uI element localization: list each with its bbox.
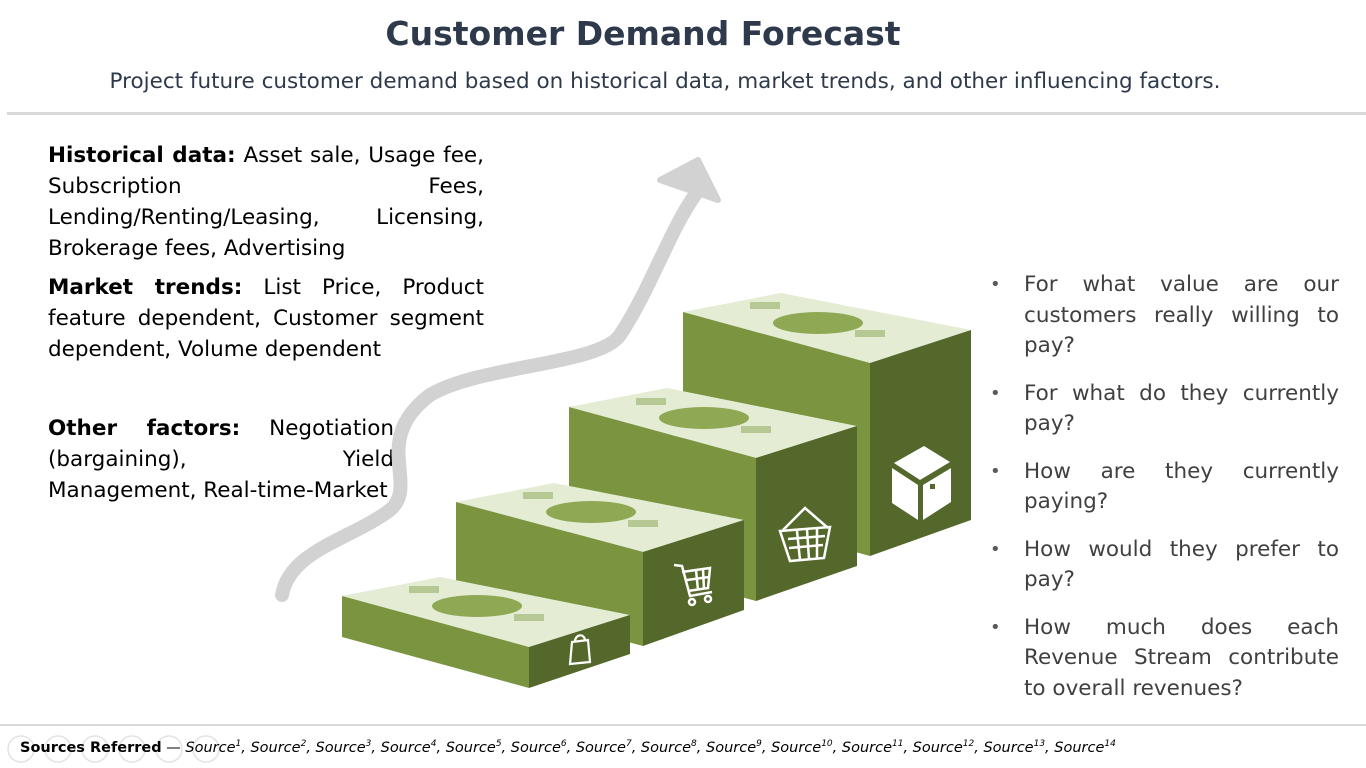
more-options-icon	[192, 735, 220, 763]
sources-footer: Sources Referred — Source1, Source2, Sou…	[20, 739, 1116, 756]
source-link[interactable]: Source2	[250, 739, 307, 756]
source-link[interactable]: Source4	[380, 739, 437, 756]
money-stack-1	[342, 577, 630, 688]
pen-icon	[81, 735, 109, 763]
source-number: 5	[495, 739, 502, 749]
header-divider	[7, 112, 1366, 115]
zoom-icon	[155, 735, 183, 763]
source-number: 9	[756, 739, 762, 749]
source-link[interactable]: Source14	[1054, 739, 1116, 756]
source-number: 13	[1033, 739, 1046, 749]
bullet-dot: •	[990, 382, 1001, 404]
source-number: 7	[625, 739, 632, 749]
slide-toolbar	[7, 735, 220, 763]
source-link[interactable]: Source10	[771, 739, 833, 756]
source-link[interactable]: Source7	[575, 739, 632, 756]
source-link[interactable]: Source8	[640, 739, 697, 756]
source-link[interactable]: Source11	[841, 739, 904, 756]
other-factors-label: Other factors:	[48, 416, 241, 441]
source-link[interactable]: Source1	[185, 739, 242, 756]
other-factors-text: Negotiation (bargaining), Yield Manageme…	[48, 416, 394, 503]
source-number: 3	[365, 739, 372, 749]
source-number: 12	[962, 739, 975, 749]
growth-steps-graphic	[275, 157, 971, 688]
historical-data-block: Historical data: Asset sale, Usage fee, …	[48, 140, 484, 264]
question-item: •How would they prefer to pay?	[990, 536, 1339, 593]
bullet-dot: •	[990, 460, 1001, 482]
source-link[interactable]: Source3	[315, 739, 372, 756]
source-link[interactable]: Source13	[983, 739, 1046, 756]
page-subtitle: Project future customer demand based on …	[109, 69, 1221, 94]
shopping-cart-icon	[673, 563, 713, 607]
historical-data-label: Historical data:	[48, 143, 236, 168]
previous-icon	[7, 735, 35, 763]
growth-arrow-head	[657, 157, 721, 203]
bullet-dot: •	[990, 274, 1001, 295]
source-link[interactable]: Source5	[445, 739, 502, 756]
source-number: 11	[892, 739, 904, 749]
footer-divider	[0, 724, 1366, 726]
question-item: •For what do they currently pay?	[990, 380, 1339, 437]
next-icon	[44, 735, 72, 763]
question-list: •For what value are our customers really…	[990, 270, 1339, 721]
market-trends-label: Market trends:	[48, 275, 243, 300]
shopping-bag-icon	[568, 634, 592, 666]
market-trends-block: Market trends: List Price, Product featu…	[48, 272, 484, 365]
bullet-dot: •	[990, 616, 1001, 638]
bullet-dot: •	[990, 538, 1001, 560]
source-number: 8	[691, 739, 697, 749]
source-link[interactable]: Source12	[912, 739, 975, 756]
basket-icon	[778, 506, 832, 563]
source-number: 14	[1104, 739, 1116, 749]
source-number: 1	[235, 739, 242, 749]
growth-arrow-line	[275, 188, 702, 602]
other-factors-block: Other factors: Negotiation (bargaining),…	[48, 413, 394, 506]
page-title: Customer Demand Forecast	[385, 14, 901, 53]
source-number: 6	[560, 739, 567, 749]
source-number: 2	[300, 739, 307, 749]
market-trends-text: List Price, Product feature dependent, C…	[48, 275, 484, 362]
sources-separator: —	[166, 739, 181, 756]
source-link[interactable]: Source6	[510, 739, 567, 756]
box-icon	[892, 446, 951, 520]
question-item: •How are they currently paying?	[990, 458, 1339, 515]
source-link[interactable]: Source9	[706, 739, 762, 756]
grid-icon	[118, 735, 146, 763]
source-number: 10	[821, 739, 833, 749]
sources-label: Sources Referred	[20, 739, 162, 756]
historical-data-text: Asset sale, Usage fee, Subscription Fees…	[48, 143, 484, 261]
question-item: •For what value are our customers really…	[990, 272, 1339, 358]
source-number: 4	[430, 739, 437, 749]
sources-list: Source1, Source2, Source3, Source4, Sour…	[185, 739, 1116, 756]
question-item: •How much does each Revenue Stream contr…	[990, 614, 1339, 701]
